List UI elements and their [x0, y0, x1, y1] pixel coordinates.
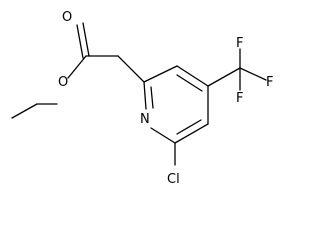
bond-c-o-double-2	[82, 22, 90, 57]
bond-ring-c5-c6	[174, 123, 209, 144]
fluorine-right-label: F	[266, 75, 273, 90]
bond-c-o-double-1	[76, 24, 84, 59]
bond-ring-n-c2-inner	[150, 86, 154, 109]
chemical-structure: O O N Cl F F F	[11, 10, 273, 187]
bond-ring-c3-c4	[176, 65, 209, 87]
chlorine-label: Cl	[167, 172, 180, 187]
ester-oxygen-label: O	[58, 75, 68, 90]
bond-ring-cf3	[207, 67, 241, 87]
bond-ring-c5-c6-inner	[176, 119, 202, 135]
bond-o-carbonyl-c	[67, 55, 87, 79]
bond-ring-c3-c4-inner	[176, 74, 203, 92]
carbonyl-oxygen-label: O	[62, 10, 72, 25]
bond-ring-c2-c3	[143, 65, 178, 83]
fluorine-top-label: F	[236, 36, 243, 51]
fluorine-bottom-label: F	[236, 91, 243, 106]
bond-ch2-ring	[117, 55, 145, 83]
ring-nitrogen-label: N	[140, 112, 150, 127]
bond-ring-n-c2	[143, 81, 147, 110]
bond-ethyl-ch3-ch2	[11, 103, 38, 119]
bond-cf3-f-right	[239, 67, 267, 81]
bond-ring-c6-n	[150, 127, 176, 144]
